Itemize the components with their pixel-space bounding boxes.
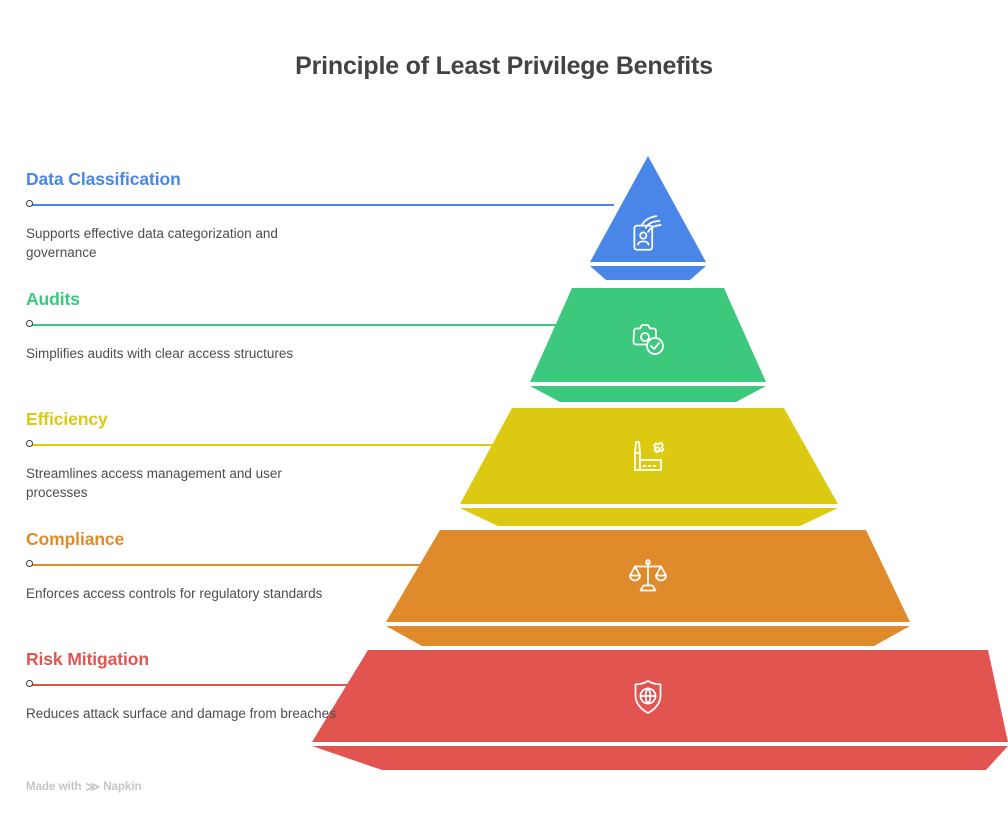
label-description-compliance: Enforces access controls for regulatory … <box>26 586 323 601</box>
tier-1-face <box>590 156 706 262</box>
pyramid-tier-efficiency[interactable] <box>460 408 838 526</box>
pyramid-tier-data-classification[interactable] <box>590 156 706 280</box>
label-block-efficiency[interactable]: Efficiency <box>26 408 108 430</box>
label-desc-block-audits: Simplifies audits with clear access stru… <box>26 336 326 364</box>
connector-line <box>30 444 496 446</box>
label-block-audits[interactable]: Audits <box>26 288 80 310</box>
connector-audits <box>26 320 556 329</box>
tier-3-face <box>460 408 838 504</box>
label-block-compliance[interactable]: Compliance <box>26 528 124 550</box>
label-title-efficiency: Efficiency <box>26 409 108 429</box>
watermark-prefix: Made with <box>26 780 82 793</box>
connector-dot <box>26 440 33 447</box>
connector-line <box>30 564 424 566</box>
label-title-audits: Audits <box>26 289 80 309</box>
pyramid-tier-compliance[interactable] <box>386 530 910 646</box>
label-desc-block-risk-mitigation: Reduces attack surface and damage from b… <box>26 696 336 724</box>
scales-of-justice-icon <box>629 559 667 592</box>
connector-dot <box>26 320 33 327</box>
id-badge-icon <box>633 215 662 251</box>
label-desc-block-compliance: Enforces access controls for regulatory … <box>26 576 326 604</box>
connector-compliance <box>26 560 424 569</box>
camera-check-icon <box>632 324 664 355</box>
connector-risk-mitigation <box>26 680 352 689</box>
tier-2-base-slab <box>530 386 766 402</box>
tier-4-base-slab <box>386 626 910 646</box>
shield-globe-icon <box>634 680 662 714</box>
factory-gear-icon <box>634 441 665 471</box>
connector-dot <box>26 560 33 567</box>
label-description-data-classification: Supports effective data categorization a… <box>26 226 278 260</box>
label-desc-block-data-classification: Supports effective data categorization a… <box>26 216 326 262</box>
connector-line <box>30 684 352 686</box>
connector-dot <box>26 680 33 687</box>
connector-dot <box>26 200 33 207</box>
tier-1-base-slab <box>590 266 706 280</box>
pyramid-tier-risk-mitigation[interactable] <box>312 650 1008 770</box>
label-title-compliance: Compliance <box>26 529 125 549</box>
connector-efficiency <box>26 440 496 449</box>
label-description-efficiency: Streamlines access management and user p… <box>26 466 282 500</box>
tier-5-base-slab <box>312 746 1008 770</box>
label-desc-block-efficiency: Streamlines access management and user p… <box>26 456 326 502</box>
label-title-data-classification: Data Classification <box>26 169 181 189</box>
watermark-brand: Napkin <box>103 780 142 793</box>
tier-3-base-slab <box>460 508 838 526</box>
page-title: Principle of Least Privilege Benefits <box>295 52 713 80</box>
label-block-risk-mitigation[interactable]: Risk Mitigation <box>26 648 149 670</box>
label-block-data-classification[interactable]: Data Classification <box>26 168 181 190</box>
connector-data-classification <box>26 200 614 209</box>
connector-line <box>30 324 556 326</box>
label-title-risk-mitigation: Risk Mitigation <box>26 649 149 669</box>
napkin-logo-icon: ≫ <box>84 779 100 794</box>
napkin-watermark[interactable]: Made with ≫ Napkin <box>26 780 142 793</box>
label-description-audits: Simplifies audits with clear access stru… <box>26 346 294 361</box>
label-description-risk-mitigation: Reduces attack surface and damage from b… <box>26 706 336 721</box>
connector-line <box>30 204 614 206</box>
